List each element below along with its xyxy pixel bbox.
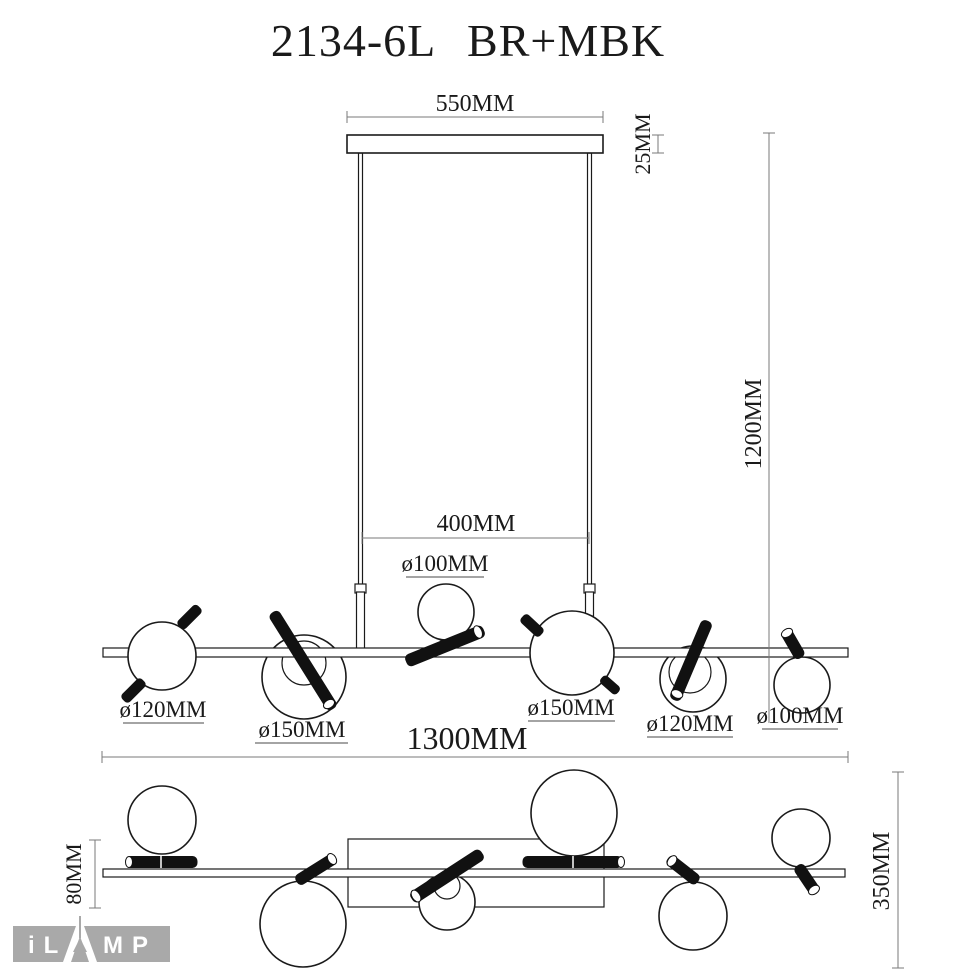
label-sphere-150-left: ø150MM <box>259 717 346 742</box>
glass-sphere-120-left <box>127 621 197 691</box>
plan-sphere-120-right <box>658 881 728 951</box>
rod-connector-right <box>584 591 595 617</box>
main-bar-plan <box>102 868 846 878</box>
plan-sphere-100-right <box>771 808 831 868</box>
led-tube-icon <box>600 675 620 695</box>
led-tube-icon <box>121 678 146 703</box>
logo-text-mp: MP <box>103 932 157 959</box>
ilamp-logo: iL MP <box>13 916 170 962</box>
glass-sphere-150-mid <box>529 610 615 696</box>
tube-end-cap <box>410 889 422 903</box>
logo-lamp-a-icon <box>63 926 97 962</box>
top-view-dimensions: 80MM 350MM <box>61 771 904 969</box>
plan-sphere-150-left <box>259 880 347 968</box>
suspension-rod-left <box>357 152 364 586</box>
rod-connector-left <box>355 591 366 651</box>
tube-end-cap <box>808 884 820 896</box>
plan-sphere-120-left <box>127 785 197 855</box>
dim-canopy-height: 25MM <box>630 113 655 174</box>
top-view <box>102 769 846 968</box>
front-view <box>102 134 849 720</box>
dim-rod-spacing: 400MM <box>437 511 516 537</box>
tube-end-cap <box>666 855 678 867</box>
plan-sphere-150-mid <box>530 769 618 857</box>
logo-text-il: iL <box>28 932 67 959</box>
tube-end-cap <box>322 698 336 710</box>
tube-end-cap <box>326 852 338 866</box>
led-tube-icon <box>670 620 712 701</box>
suspension-rod-right <box>586 152 593 586</box>
front-view-dimensions: 550MM 25MM 1200MM 400MM 1300MM ø120MM ø1… <box>101 91 849 763</box>
tube-end-cap <box>125 856 133 868</box>
led-tube-icon <box>177 604 202 630</box>
led-tube-icon <box>295 854 337 885</box>
tube-end-cap <box>473 625 483 639</box>
dim-total-width: 1300MM <box>407 720 528 756</box>
led-tube-icon <box>520 614 544 637</box>
main-bar <box>102 647 849 658</box>
tube-end-cap <box>617 856 625 868</box>
dim-total-depth: 350MM <box>869 832 895 911</box>
tube-end-cap <box>670 689 684 699</box>
led-tube-icon <box>405 625 485 667</box>
led-tube-icon <box>410 849 484 903</box>
dim-fixture-depth: 80MM <box>61 843 86 904</box>
tube-end-cap <box>780 627 794 639</box>
logo-lamp-shade-icon <box>73 938 87 952</box>
ceiling-canopy <box>346 134 604 154</box>
label-sphere-120-left: ø120MM <box>120 697 207 722</box>
label-sphere-100-right: ø100MM <box>757 703 844 728</box>
page-title: 2134-6L BR+MBK <box>271 15 665 66</box>
dim-drop-height: 1200MM <box>741 379 767 470</box>
label-sphere-100-mid: ø100MM <box>402 551 489 576</box>
dim-canopy-width: 550MM <box>436 91 515 117</box>
label-sphere-150-mid: ø150MM <box>528 695 615 720</box>
led-tube-icon <box>269 610 337 711</box>
label-sphere-120-right: ø120MM <box>647 711 734 736</box>
